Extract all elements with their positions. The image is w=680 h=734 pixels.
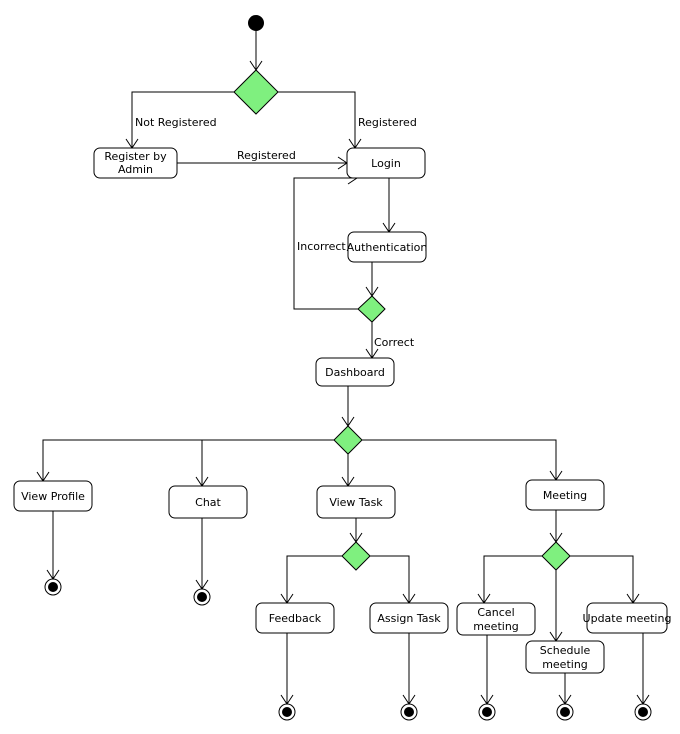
end-nodes bbox=[44, 578, 652, 721]
decision-registration bbox=[233, 69, 279, 115]
edge-to-cancel-meeting bbox=[483, 555, 542, 603]
node-label: Feedback bbox=[269, 612, 322, 625]
node-update-meeting: Update meeting bbox=[583, 602, 672, 634]
edge-to-view-profile bbox=[42, 439, 334, 481]
end-node-chat bbox=[193, 588, 211, 606]
edge-label-correct: Correct bbox=[374, 336, 415, 349]
edge-to-feedback bbox=[286, 555, 342, 603]
edge-label-registered-middle: Registered bbox=[237, 149, 296, 162]
decision-task-options bbox=[341, 541, 371, 571]
node-schedule-meeting: Schedule meeting bbox=[525, 640, 605, 674]
node-view-profile: View Profile bbox=[13, 480, 93, 512]
node-label: Dashboard bbox=[325, 366, 385, 379]
node-feedback: Feedback bbox=[255, 602, 335, 634]
edge-to-meeting bbox=[362, 439, 557, 480]
node-view-task: View Task bbox=[316, 485, 396, 519]
node-chat: Chat bbox=[168, 485, 248, 519]
node-label: Admin bbox=[118, 163, 153, 176]
end-node-feedback bbox=[278, 703, 296, 721]
edge-not-registered bbox=[131, 91, 234, 148]
end-node-assign-task bbox=[400, 703, 418, 721]
edge-label-registered-right: Registered bbox=[358, 116, 417, 129]
node-label: Cancel bbox=[477, 606, 514, 619]
node-label: meeting bbox=[473, 620, 519, 633]
edge-label-not-registered: Not Registered bbox=[135, 116, 217, 129]
node-label: Authentication bbox=[347, 241, 428, 254]
node-authentication: Authentication bbox=[347, 231, 428, 263]
end-node-view-profile bbox=[44, 578, 62, 596]
node-label: View Profile bbox=[21, 490, 85, 503]
decisions bbox=[233, 69, 571, 571]
end-node-cancel-meeting bbox=[478, 703, 496, 721]
node-cancel-meeting: Cancel meeting bbox=[456, 602, 536, 636]
node-label: meeting bbox=[542, 658, 588, 671]
decision-dashboard-options bbox=[333, 425, 363, 455]
start-node bbox=[248, 15, 264, 31]
node-login: Login bbox=[346, 147, 426, 179]
decision-authentication bbox=[357, 295, 386, 323]
node-register-by-admin: Register by Admin bbox=[93, 147, 178, 179]
node-label: Login bbox=[371, 157, 401, 170]
end-node-update-meeting bbox=[634, 703, 652, 721]
node-label: View Task bbox=[329, 496, 383, 509]
node-dashboard: Dashboard bbox=[315, 357, 395, 387]
node-label: Chat bbox=[195, 496, 221, 509]
end-node-schedule-meeting bbox=[556, 703, 574, 721]
node-label: Register by bbox=[104, 150, 167, 163]
edge-to-update-meeting bbox=[570, 555, 634, 603]
node-assign-task: Assign Task bbox=[369, 602, 449, 634]
node-label: Assign Task bbox=[377, 612, 441, 625]
edge-registered-to-login bbox=[278, 91, 356, 148]
decision-meeting-options bbox=[541, 541, 571, 571]
node-meeting: Meeting bbox=[525, 479, 605, 511]
node-label: Meeting bbox=[543, 489, 587, 502]
node-label: Update meeting bbox=[583, 612, 672, 625]
edge-incorrect-loop bbox=[293, 177, 358, 310]
edge-to-assign-task bbox=[370, 555, 410, 603]
edge-to-chat bbox=[201, 439, 334, 486]
edges: Not Registered Registered Registered Inc… bbox=[36, 30, 650, 705]
edge-label-incorrect: Incorrect bbox=[297, 240, 346, 253]
node-label: Schedule bbox=[540, 644, 591, 657]
